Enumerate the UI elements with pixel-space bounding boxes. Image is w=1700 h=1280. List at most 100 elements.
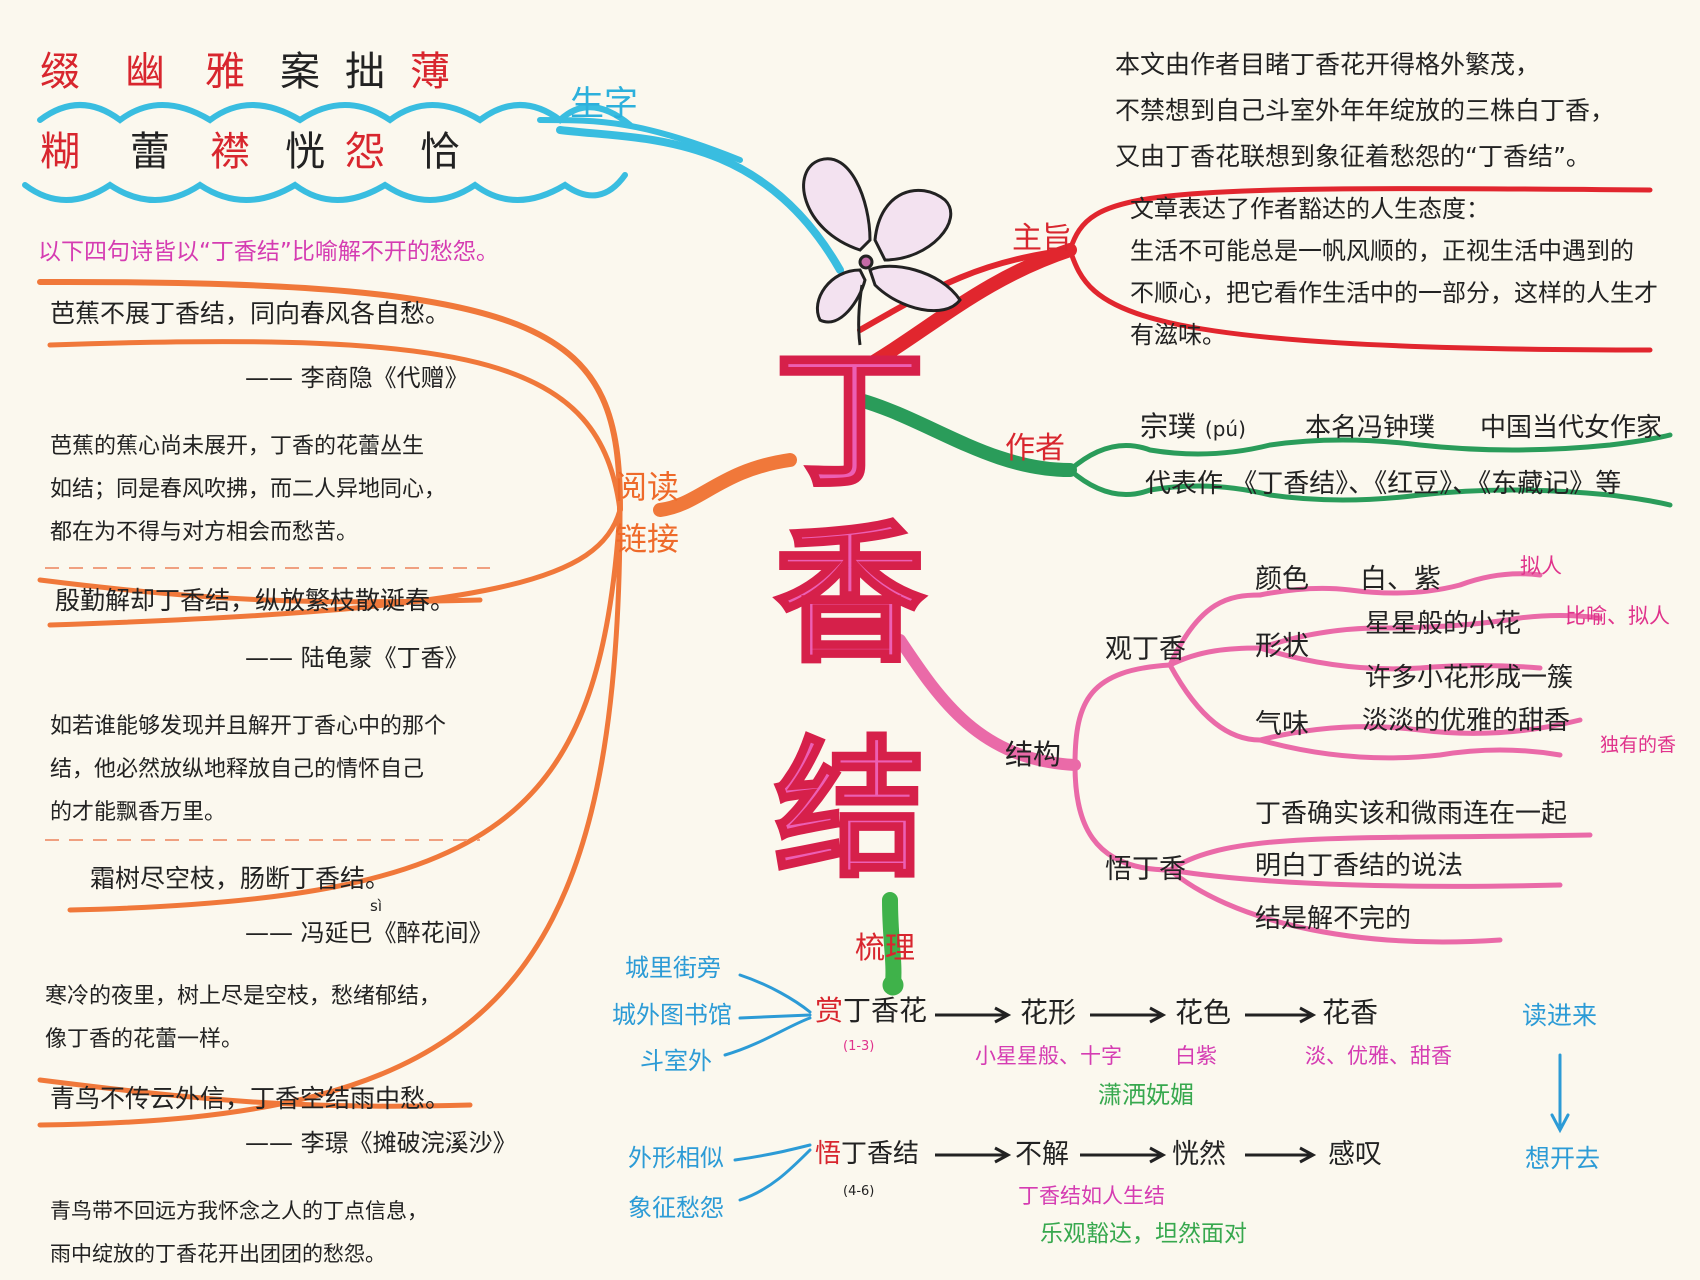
read-in: 读进来: [1522, 1001, 1598, 1030]
unique-note: 独有的香: [1600, 734, 1677, 756]
new-chars-label: 生字: [570, 84, 638, 124]
attitude-note: 乐观豁达，坦然面对: [1040, 1221, 1247, 1247]
theme-intro-line: 又由丁香花联想到象征着愁怨的“丁香结”。: [1115, 142, 1591, 171]
char-lei: 蕾: [130, 129, 170, 175]
place-3: 斗室外: [640, 1047, 712, 1075]
title-char-2: 香: [773, 507, 927, 683]
author-identity: 中国当代女作家: [1480, 413, 1663, 443]
theme-attitude: 文章表达了作者豁达的人生态度： 生活不可能总是一帆风顺的，正视生活中遇到的 不顺…: [1130, 188, 1658, 356]
smell-label: 气味: [1255, 709, 1309, 740]
flow1-step: 花形: [1020, 996, 1077, 1029]
poem-expl-1: 芭蕉的蕉心尚未展开，丁香的花蕾丛生 如结；同是春风吹拂，而二人异地同心， 都在为…: [50, 425, 446, 554]
poem-expl-3: 寒冷的夜里，树上尽是空枝，愁绪郁结， 像丁香的花蕾一样。: [45, 975, 441, 1061]
flow1-sub: 淡、优雅、甜香: [1305, 1044, 1452, 1068]
flow1-step: 花香: [1322, 996, 1379, 1029]
lilac-flower-icon: [802, 157, 962, 346]
theme-intro: 本文由作者目睹丁香花开得格外繁茂， 不禁想到自己斗室外年年绽放的三株白丁香， 又…: [1115, 42, 1615, 180]
expl-line: 像丁香的花蕾一样。: [45, 1027, 244, 1052]
theme-attitude-line: 文章表达了作者豁达的人生态度：: [1130, 195, 1490, 223]
poem-src-4: —— 李璟《摊破浣溪沙》: [245, 1129, 517, 1157]
expl-line: 的才能飘香万里。: [50, 800, 227, 825]
char-zhuo: 拙: [345, 49, 385, 95]
theme-attitude-line: 有滋味。: [1130, 321, 1226, 349]
flow1-sub: 白紫: [1175, 1044, 1217, 1068]
personify-note: 拟人: [1520, 554, 1562, 578]
poem-src-3: —— 冯延巳《醉花间》: [245, 919, 493, 947]
char-you: 幽: [125, 49, 165, 95]
color-label: 颜色: [1255, 564, 1309, 595]
poem-line-2: 殷勤解却丁香结，纵放繁枝散诞春。: [55, 586, 456, 615]
char-hu: 糊: [40, 129, 80, 175]
char-zhui: 缀: [40, 49, 80, 95]
title-char-1: 丁: [773, 332, 927, 508]
structure-label: 结构: [1005, 738, 1062, 771]
author-works: 代表作 《丁香结》、《红豆》、《东藏记》等: [1145, 469, 1622, 499]
enjoy-node: 赏丁香花: [815, 994, 928, 1027]
author-label: 作者: [1005, 431, 1065, 466]
realize-item: 结是解不完的: [1255, 904, 1412, 934]
realize-node: 悟丁香结: [815, 1139, 920, 1169]
expl-line: 寒冷的夜里，树上尽是空枝，愁绪郁结，: [45, 984, 442, 1009]
expl-line: 雨中绽放的丁香花开出团团的愁怨。: [50, 1242, 386, 1266]
theme-intro-line: 本文由作者目睹丁香花开得格外繁茂，: [1115, 50, 1541, 79]
char-qia: 恰: [420, 129, 460, 175]
elegant-note: 潇洒妩媚: [1098, 1081, 1194, 1109]
theme-intro-line: 不禁想到自己斗室外年年绽放的三株白丁香，: [1115, 96, 1616, 125]
char-huang: 恍: [285, 129, 325, 175]
flow1-sub: 小星星般、十字: [975, 1044, 1122, 1068]
poem-expl-2: 如若谁能够发现并且解开丁香心中的那个 结，他必然放纵地释放自己的情怀自己 的才能…: [50, 705, 446, 834]
flow1-step: 花色: [1175, 996, 1232, 1029]
poem-line-4: 青鸟不传云外信，丁香空结雨中愁。: [50, 1084, 451, 1113]
expl-line: 如结；同是春风吹拂，而二人异地同心，: [50, 477, 447, 502]
reason-1: 外形相似: [628, 1144, 724, 1172]
shape-value-2: 许多小花形成一簇: [1365, 663, 1574, 693]
shape-label: 形状: [1255, 631, 1309, 662]
life-note: 丁香结如人生结: [1018, 1184, 1165, 1208]
expl-line: 如若谁能够发现并且解开丁香心中的那个: [50, 714, 447, 739]
flow2-step: 感叹: [1328, 1139, 1382, 1170]
theme-attitude-line: 不顺心，把它看作生活中的一部分，这样的人生才: [1130, 279, 1658, 307]
comb-label: 梳理: [855, 931, 915, 966]
flow2-step: 恍然: [1172, 1139, 1226, 1170]
structure-branch: [894, 571, 1603, 945]
poem-src-2: —— 陆龟蒙《丁香》: [245, 644, 469, 672]
theme-label: 主旨: [1012, 221, 1072, 256]
reading-label-2: 链接: [615, 520, 680, 558]
reading-label-1: 阅读: [615, 468, 680, 506]
theme-attitude-line: 生活不可能总是一帆风顺的，正视生活中遇到的: [1130, 237, 1634, 265]
realize-range: (4-6): [843, 1184, 875, 1199]
flow2-step: 不解: [1015, 1139, 1069, 1170]
char-yuan: 怨: [345, 129, 385, 175]
place-1: 城里街旁: [625, 954, 721, 982]
color-value: 白、紫: [1360, 564, 1441, 595]
expl-line: 芭蕉的蕉心尚未展开，丁香的花蕾丛生: [50, 434, 425, 459]
think-out: 想开去: [1525, 1144, 1601, 1173]
shape-value-1: 星星般的小花: [1365, 609, 1522, 639]
author-branch: [853, 393, 1673, 508]
new-chars-cloud: [22, 102, 844, 274]
author-real-name: 本名冯钟璞: [1305, 413, 1436, 443]
realize-item: 丁香确实该和微雨连在一起: [1255, 799, 1568, 829]
smell-value: 淡淡的优雅的甜香: [1362, 706, 1571, 736]
comb-branch: [882, 892, 904, 996]
expl-line: 都在为不得与对方相会而愁苦。: [50, 520, 359, 545]
enjoy-range: (1-3): [843, 1039, 875, 1054]
poem-expl-4: 青鸟带不回远方我怀念之人的丁点信息， 雨中绽放的丁香花开出团团的愁怨。: [50, 1190, 428, 1276]
theme-branch: [853, 186, 1653, 377]
poem-src-1: —— 李商隐《代赠》: [245, 364, 469, 392]
reason-2: 象征愁怨: [628, 1194, 724, 1222]
char-bao: 薄: [410, 49, 450, 95]
expl-line: 结，他必然放纵地释放自己的情怀自己: [50, 757, 425, 782]
title-char-3: 结: [773, 722, 927, 898]
poem-line-3: 霜树尽空枝，肠断丁香结。: [90, 864, 391, 893]
place-2: 城外图书馆: [612, 1001, 732, 1029]
char-ya: 雅: [205, 49, 245, 95]
observe-label: 观丁香: [1105, 634, 1186, 665]
expl-line: 青鸟带不回远方我怀念之人的丁点信息，: [50, 1199, 428, 1223]
author-name: 宗璞 (pú): [1140, 410, 1246, 443]
poem-line-1: 芭蕉不展丁香结，同向春风各自愁。: [50, 299, 451, 328]
char-jin: 襟: [210, 129, 250, 175]
realize-label: 悟丁香: [1105, 854, 1186, 885]
poem-sup-3: sì: [370, 897, 382, 915]
